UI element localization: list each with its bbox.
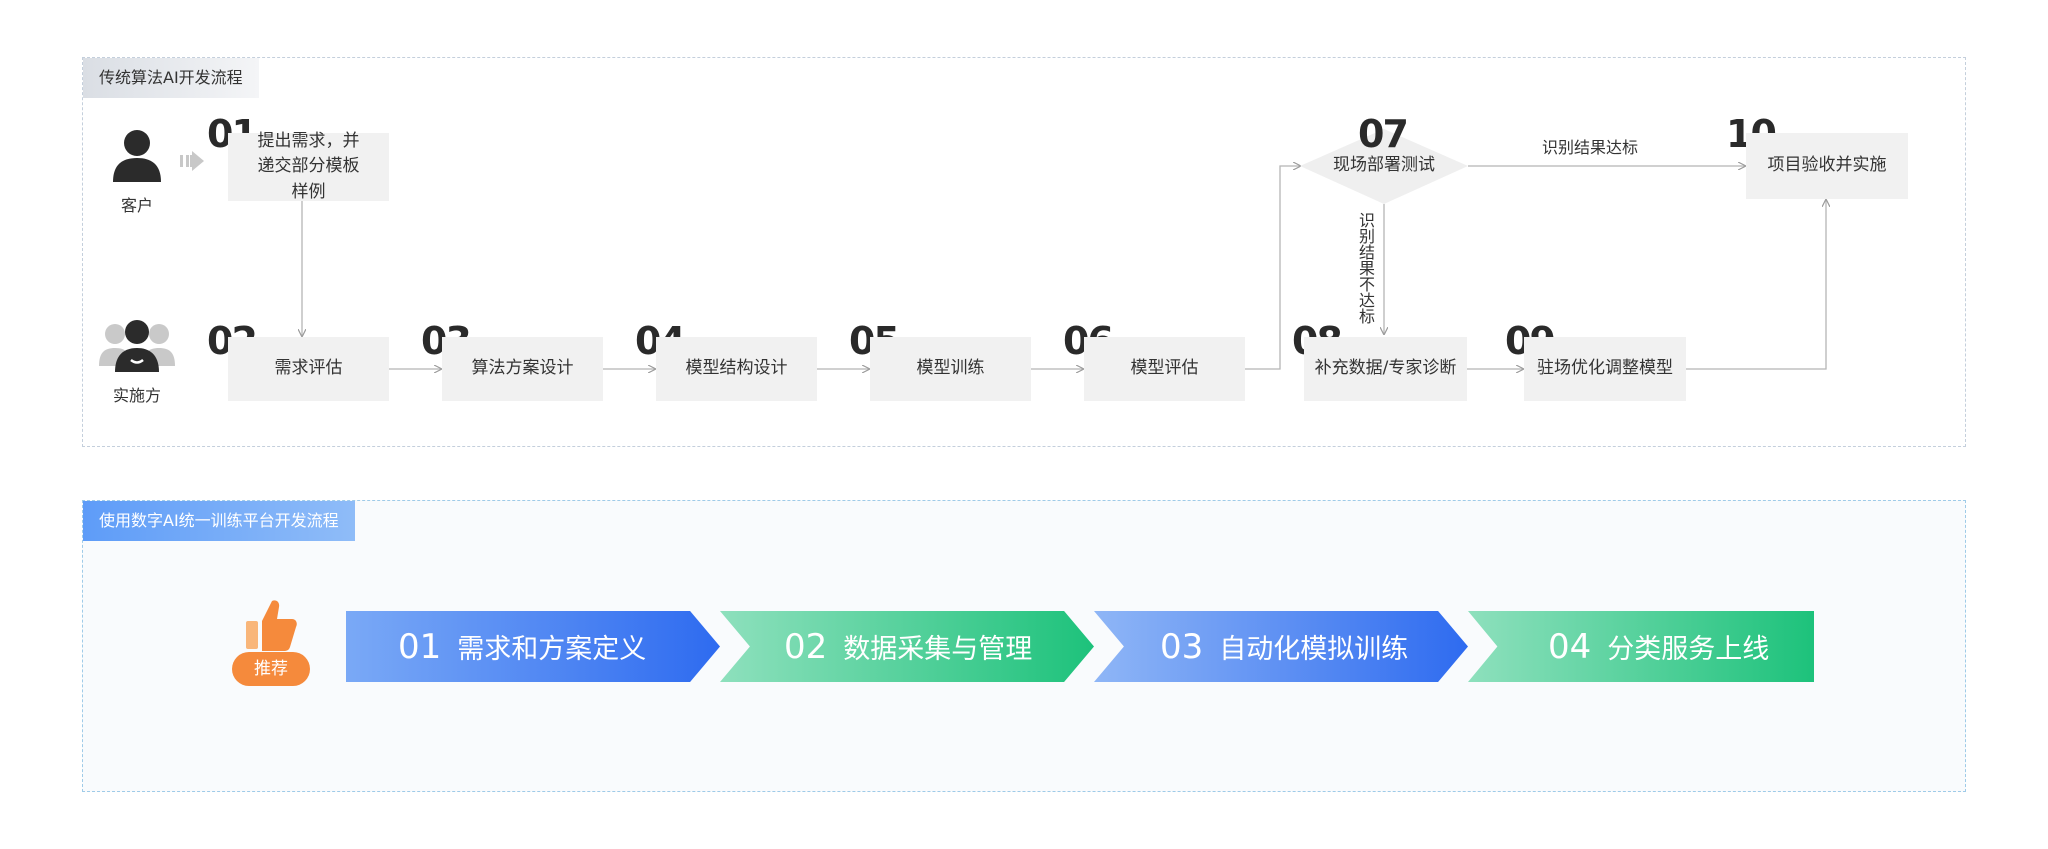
step-06-box: 模型评估 [1084, 337, 1245, 401]
step-03-box: 算法方案设计 [442, 337, 603, 401]
step-07-number: 07 [1358, 112, 1409, 156]
step-03-label: 算法方案设计 [471, 358, 574, 379]
step-06-label: 模型评估 [1130, 358, 1199, 379]
traditional-flow-title: 传统算法AI开发流程 [83, 58, 259, 98]
platform-step-04-number: 04 [1548, 626, 1592, 667]
step-05-box: 模型训练 [870, 337, 1031, 401]
step-09-label: 驻场优化调整模型 [1537, 358, 1673, 379]
person-icon [113, 130, 161, 182]
step-05-label: 模型训练 [916, 358, 985, 379]
group-icon [99, 320, 175, 372]
step-10-box: 项目验收并实施 [1746, 133, 1908, 199]
step-02-label: 需求评估 [274, 358, 343, 379]
edge-09-10 [1686, 200, 1826, 370]
step-08-box: 补充数据/专家诊断 [1304, 337, 1467, 401]
platform-flow-title: 使用数字AI统一训练平台开发流程 [83, 501, 355, 541]
step-07-label: 现场部署测试 [1333, 155, 1435, 175]
actor-implementer-label: 实施方 [112, 386, 161, 405]
thumbs-up-icon [246, 600, 297, 651]
recommend-badge: 推荐 [232, 652, 310, 686]
edge-label-pass: 识别结果达标 [1542, 138, 1639, 157]
platform-step-03: 03 自动化模拟训练 [1094, 611, 1468, 682]
edge-label-fail: 识别结果不达标 [1356, 212, 1375, 324]
step-04-label: 模型结构设计 [685, 358, 788, 379]
platform-step-01-label: 需求和方案定义 [457, 634, 647, 665]
platform-step-02-label: 数据采集与管理 [843, 634, 1033, 665]
step-01-box: 提出需求，并递交部分模板样例 [228, 131, 389, 202]
step-02-box: 需求评估 [228, 337, 389, 401]
edge-06-07 [1245, 166, 1300, 370]
platform-step-02-number: 02 [784, 626, 828, 667]
step-10-label: 项目验收并实施 [1767, 155, 1887, 176]
platform-step-02: 02 数据采集与管理 [720, 611, 1094, 682]
step-01-label: 提出需求，并递交部分模板样例 [257, 130, 360, 202]
traditional-flow-panel: 传统算法AI开发流程 [82, 57, 1966, 447]
step-04-box: 模型结构设计 [656, 337, 817, 401]
platform-step-01: 01 需求和方案定义 [346, 611, 720, 682]
step-09-box: 驻场优化调整模型 [1524, 337, 1686, 401]
step-08-label: 补充数据/专家诊断 [1314, 358, 1457, 379]
actor-customer: 客户 [92, 128, 182, 216]
platform-step-01-number: 01 [398, 626, 442, 667]
arrow-icon [180, 151, 204, 171]
actor-customer-label: 客户 [120, 196, 153, 215]
platform-step-03-number: 03 [1160, 626, 1204, 667]
platform-step-03-label: 自动化模拟训练 [1219, 634, 1409, 665]
step-07-diamond [1300, 129, 1468, 204]
actor-implementer: 实施方 [92, 318, 182, 406]
platform-step-04: 04 分类服务上线 [1468, 611, 1814, 682]
platform-step-04-label: 分类服务上线 [1607, 634, 1770, 665]
